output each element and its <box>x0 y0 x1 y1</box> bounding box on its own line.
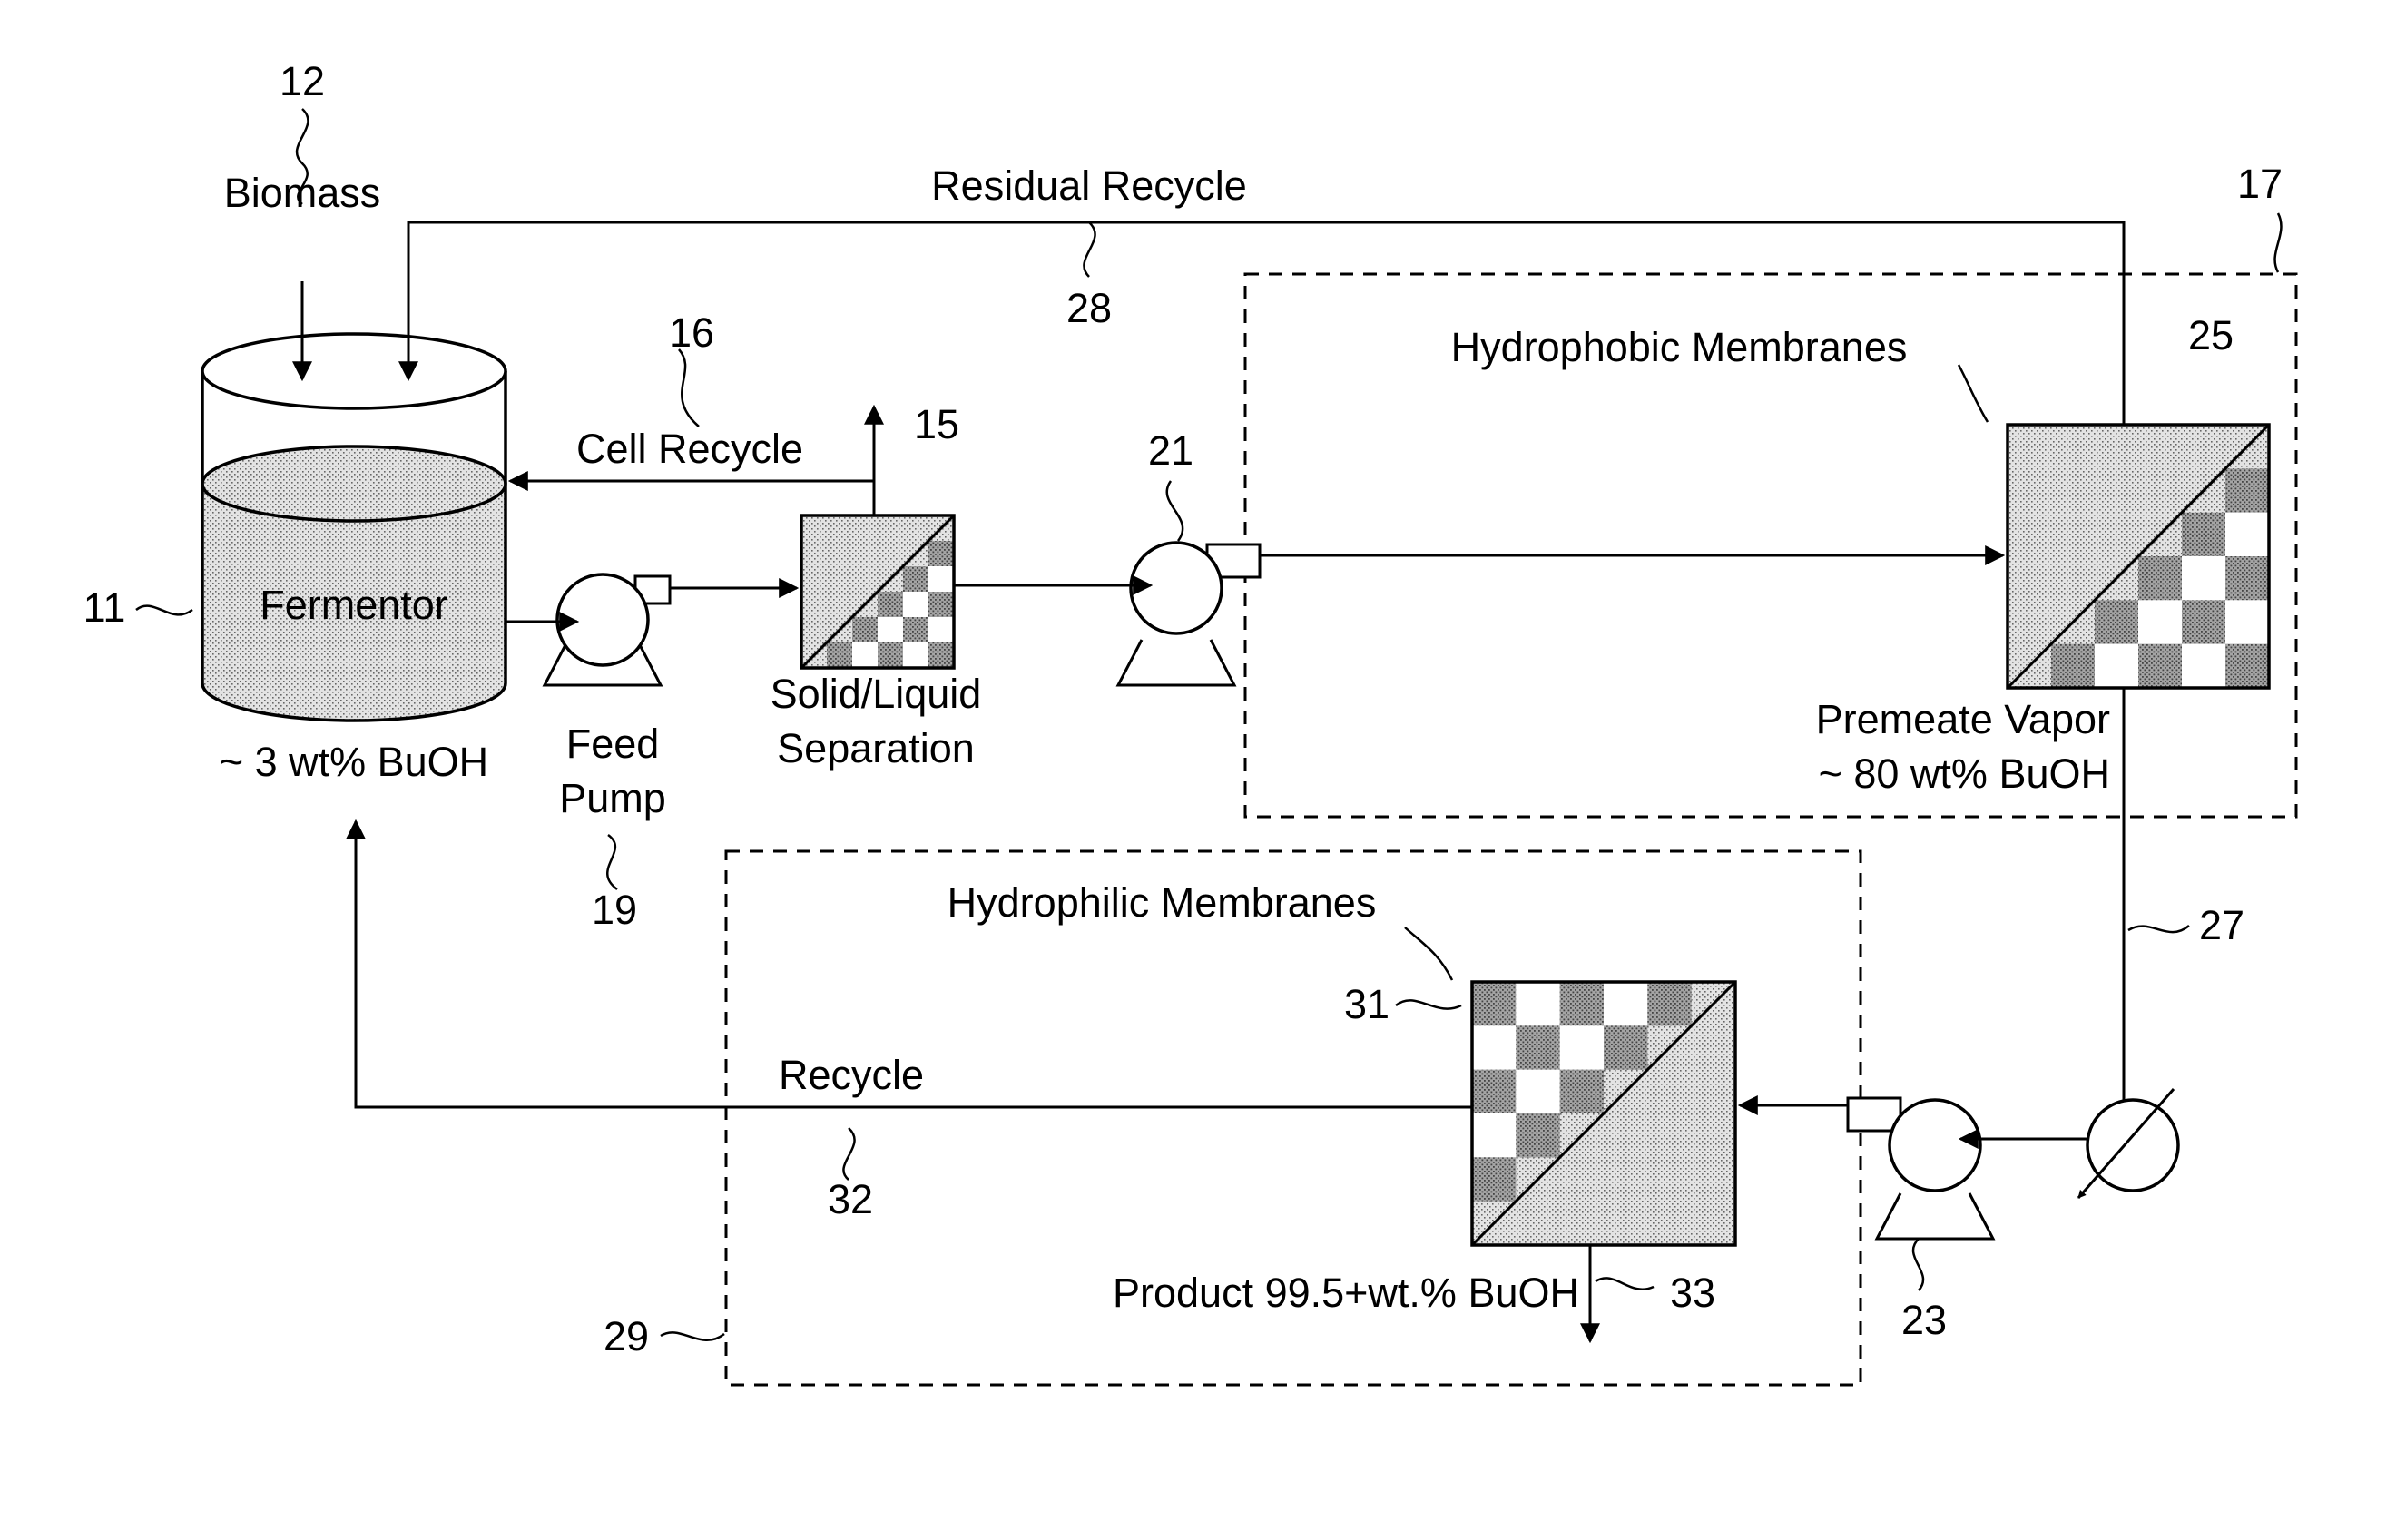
membrane-checker-cell <box>1516 1070 1559 1113</box>
membrane-checker-cell <box>1516 1025 1559 1069</box>
membrane-checker-cell <box>928 541 954 566</box>
membrane-checker-cell <box>1560 1025 1604 1069</box>
membrane-checker-cell <box>1472 1025 1516 1069</box>
pump-23-icon <box>1848 1098 1993 1239</box>
ref-11: 11 <box>83 584 126 631</box>
membrane-checker-cell <box>1560 1070 1604 1113</box>
membrane-checker-cell <box>2138 556 2182 600</box>
membrane-checker-cell <box>2182 513 2225 556</box>
membrane-checker-cell <box>2138 600 2182 643</box>
membrane-checker-cell <box>1560 982 1604 1025</box>
membrane-checker-cell <box>903 642 928 668</box>
membrane-checker-cell <box>2225 600 2269 643</box>
membrane-checker-cell <box>1472 1157 1516 1201</box>
membrane-checker-cell <box>2225 468 2269 512</box>
ref-19: 19 <box>592 887 637 933</box>
membrane-checker-cell <box>1516 982 1559 1025</box>
separation-label-line1: Solid/Liquid <box>771 671 982 717</box>
separation-label-line2: Separation <box>777 725 975 771</box>
membrane-checker-cell <box>852 642 878 668</box>
membrane-checker-cell <box>928 617 954 642</box>
hydrophilic-membranes-label: Hydrophilic Membranes <box>948 879 1377 926</box>
membrane-checker-cell <box>827 642 852 668</box>
hydrophilic-membrane-unit <box>1472 982 1735 1245</box>
ref-15: 15 <box>914 401 959 447</box>
membrane-checker-cell <box>878 642 903 668</box>
membrane-checker-cell <box>852 617 878 642</box>
product-label: Product 99.5+wt.% BuOH <box>1113 1270 1579 1316</box>
ref-25: 25 <box>2188 312 2234 358</box>
membrane-checker-cell <box>2225 644 2269 688</box>
ref-23: 23 <box>1901 1297 1947 1343</box>
membrane-checker-cell <box>2095 644 2138 688</box>
membrane-checker-cell <box>928 592 954 617</box>
ref-27: 27 <box>2199 902 2244 948</box>
feed-pump-label-line2: Pump <box>559 775 666 821</box>
membrane-checker-cell <box>878 592 903 617</box>
membrane-checker-cell <box>2051 644 2095 688</box>
ref-29: 29 <box>604 1313 649 1359</box>
ref-28: 28 <box>1066 285 1112 331</box>
hydrophobic-membranes-label: Hydrophobic Membranes <box>1451 324 1908 370</box>
membrane-checker-cell <box>928 642 954 668</box>
pump-21-icon <box>1118 543 1260 685</box>
membrane-checker-cell <box>903 617 928 642</box>
membrane-checker-cell <box>903 592 928 617</box>
permeate-concentration: ~ 80 wt% BuOH <box>1819 750 2110 797</box>
membrane-checker-cell <box>2182 556 2225 600</box>
ref-12: 12 <box>280 58 325 104</box>
fermentor <box>202 334 506 721</box>
ref-17: 17 <box>2237 161 2283 207</box>
membrane-checker-cell <box>1472 982 1516 1025</box>
membrane-checker-cell <box>1472 1113 1516 1157</box>
membrane-checker-cell <box>1604 982 1647 1025</box>
hydrophobic-membrane-unit <box>2008 425 2269 688</box>
membrane-checker-cell <box>1604 1025 1647 1069</box>
ref-16: 16 <box>669 309 714 356</box>
membrane-checker-cell <box>2225 513 2269 556</box>
ref-21: 21 <box>1148 427 1193 474</box>
membrane-checker-cell <box>2095 600 2138 643</box>
condenser-icon <box>2078 1089 2178 1198</box>
membrane-checker-cell <box>928 566 954 592</box>
permeate-vapor-label: Premeate Vapor <box>1816 696 2110 742</box>
fermentor-concentration: ~ 3 wt% BuOH <box>220 739 488 785</box>
membrane-checker-cell <box>903 566 928 592</box>
feed-pump-label-line1: Feed <box>566 721 660 767</box>
ref-32: 32 <box>828 1176 873 1222</box>
membrane-checker-cell <box>1647 982 1691 1025</box>
feed-pump-icon <box>545 574 670 685</box>
ref-31: 31 <box>1344 981 1390 1027</box>
biomass-label: Biomass <box>224 170 381 216</box>
membrane-checker-cell <box>2225 556 2269 600</box>
solid-liquid-separator <box>801 515 954 668</box>
membrane-checker-cell <box>2138 644 2182 688</box>
membrane-checker-cell <box>2182 600 2225 643</box>
membrane-checker-cell <box>1516 1113 1559 1157</box>
fermentor-label: Fermentor <box>260 582 448 628</box>
membrane-checker-cell <box>1472 1070 1516 1113</box>
recycle-label: Recycle <box>779 1052 924 1098</box>
ref-33: 33 <box>1670 1270 1715 1316</box>
membrane-checker-cell <box>2182 644 2225 688</box>
residual-recycle-label: Residual Recycle <box>931 162 1247 209</box>
cell-recycle-label: Cell Recycle <box>576 426 803 472</box>
membrane-checker-cell <box>878 617 903 642</box>
